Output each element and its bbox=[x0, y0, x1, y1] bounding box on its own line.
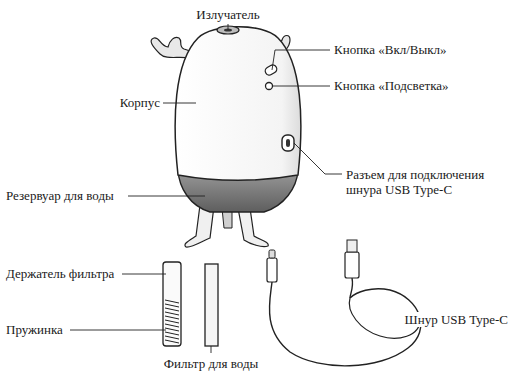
part-label: Корпус bbox=[119, 95, 161, 110]
light-button bbox=[266, 83, 273, 90]
spring-coil bbox=[165, 308, 179, 311]
leader-line bbox=[294, 143, 342, 174]
leader-line bbox=[272, 86, 330, 87]
part-label: Резервуар для воды bbox=[5, 188, 115, 203]
leader-line bbox=[275, 50, 330, 51]
leader-line bbox=[70, 330, 166, 331]
spring-coil bbox=[165, 340, 179, 343]
part-label: Держатель фильтра bbox=[5, 266, 115, 281]
spring-coil bbox=[165, 300, 179, 303]
spring-coil bbox=[165, 304, 179, 307]
spring-coil bbox=[165, 320, 179, 323]
leader-line bbox=[163, 103, 196, 104]
leader-line bbox=[272, 50, 275, 70]
leader-line bbox=[122, 274, 166, 275]
spring-coil bbox=[165, 332, 179, 335]
part-label: Излучатель bbox=[195, 7, 260, 22]
water-filter bbox=[205, 264, 218, 346]
part-label: Фильтр для воды bbox=[163, 356, 260, 371]
spring-coil bbox=[165, 324, 179, 327]
usb-a-plug bbox=[345, 252, 359, 278]
leader-line bbox=[228, 24, 229, 30]
usb-port-slot bbox=[286, 139, 290, 147]
part-label: Кнопка «Подсветка» bbox=[333, 78, 450, 93]
spring-coils bbox=[165, 300, 179, 343]
spring-coil bbox=[165, 312, 179, 315]
part-label: Шнур USB Type-C bbox=[404, 312, 509, 327]
part-label: Кнопка «Вкл/Выкл» bbox=[333, 42, 448, 57]
usb-c-tip bbox=[269, 250, 275, 258]
right-leg bbox=[238, 208, 268, 247]
part-label: Разъем для подключения шнура USB Type-C bbox=[345, 167, 509, 197]
leader-line bbox=[211, 346, 212, 353]
usb-c-plug bbox=[267, 258, 277, 282]
power-button bbox=[264, 64, 278, 77]
usb-cable-end bbox=[350, 278, 353, 298]
spring-coil bbox=[165, 316, 179, 319]
spring-coil bbox=[165, 328, 179, 331]
part-label: Пружинка bbox=[5, 322, 64, 337]
spring-coil bbox=[165, 336, 179, 339]
leader-line bbox=[128, 196, 205, 197]
usb-cable bbox=[269, 282, 420, 366]
usb-port bbox=[282, 135, 294, 151]
usb-a-tip bbox=[347, 240, 357, 252]
filter-holder bbox=[163, 262, 181, 346]
